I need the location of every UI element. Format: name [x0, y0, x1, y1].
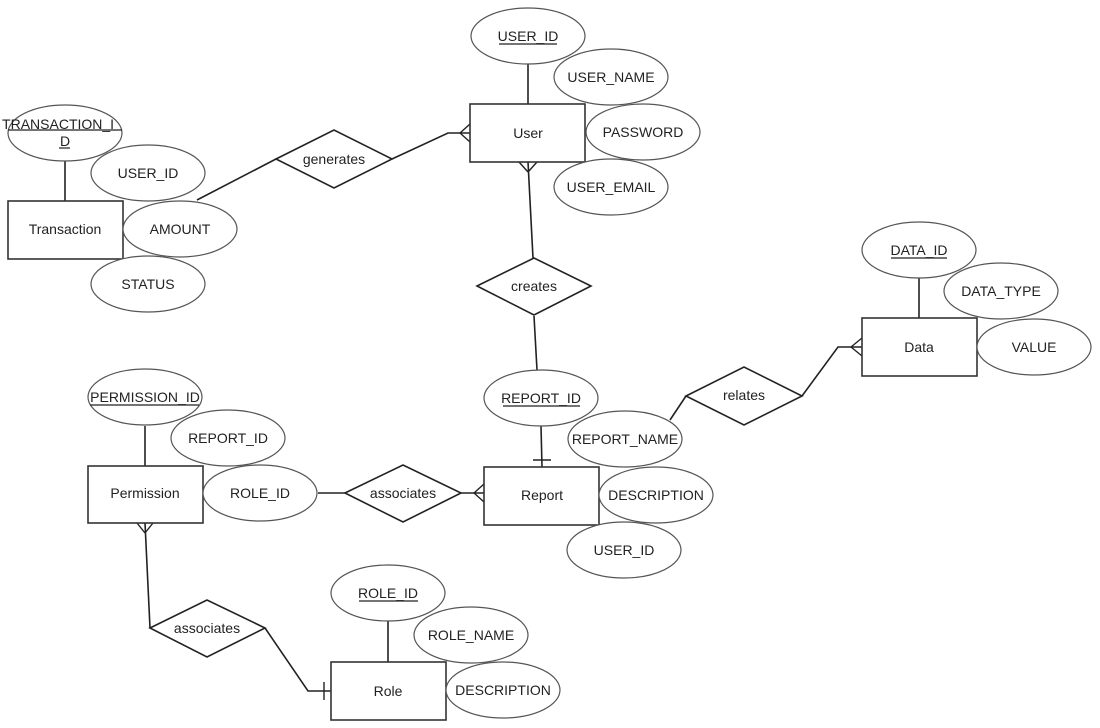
link-relates-data	[801, 346, 862, 397]
attribute-user-id[interactable]: USER_ID	[470, 7, 586, 65]
attribute-data-type[interactable]: DATA_TYPE	[943, 262, 1059, 320]
attribute-role-id[interactable]: ROLE_ID	[330, 564, 446, 622]
link-creates-report	[533, 315, 538, 371]
attribute-label: REPORT_ID	[501, 390, 581, 406]
attribute-label: DATA_TYPE	[961, 283, 1041, 299]
relationship-associates-permission-role[interactable]: associates	[148, 599, 267, 658]
entity-label: Data	[904, 339, 934, 355]
attribute-permission-id[interactable]: PERMISSION_ID	[87, 368, 203, 426]
attribute-label: USER_ID	[594, 542, 655, 558]
attribute-label: REPORT_NAME	[572, 431, 678, 447]
link-report-reportid	[540, 425, 543, 468]
attribute-role-description[interactable]: DESCRIPTION	[445, 661, 561, 719]
attribute-password[interactable]: PASSWORD	[585, 103, 701, 161]
link-associates2-role	[264, 627, 331, 692]
relationship-label: associates	[174, 620, 240, 636]
attribute-report-description[interactable]: DESCRIPTION	[598, 466, 714, 524]
attribute-label: PERMISSION_ID	[90, 389, 200, 405]
attribute-label: PASSWORD	[603, 124, 684, 140]
attribute-report-id[interactable]: REPORT_ID	[483, 369, 599, 427]
link-creates-user	[527, 161, 534, 259]
attribute-label: DESCRIPTION	[608, 487, 704, 503]
attribute-user-email[interactable]: USER_EMAIL	[553, 158, 669, 216]
attribute-label: TRANSACTION_I D	[2, 116, 118, 149]
attribute-label: USER_ID	[118, 165, 179, 181]
relationship-creates[interactable]: creates	[475, 257, 593, 316]
entity-role[interactable]: Role	[330, 661, 447, 721]
crows-foot-icon	[850, 337, 863, 357]
attribute-report-user-id[interactable]: USER_ID	[566, 521, 682, 579]
cardinality-marks	[136, 123, 863, 700]
attribute-label: ROLE_ID	[230, 485, 290, 501]
crows-foot-icon	[518, 161, 538, 173]
crows-foot-icon	[136, 522, 154, 534]
entity-transaction[interactable]: Transaction	[7, 200, 124, 260]
attribute-label: STATUS	[121, 276, 174, 292]
connectors	[64, 64, 920, 692]
attribute-label: REPORT_ID	[188, 430, 268, 446]
attribute-label-line2: D	[60, 133, 70, 149]
attribute-label: USER_EMAIL	[567, 179, 656, 195]
attribute-permission-role-id[interactable]: ROLE_ID	[202, 464, 318, 522]
attribute-label: DATA_ID	[890, 242, 947, 258]
attribute-label: ROLE_ID	[358, 585, 418, 601]
attribute-data-id[interactable]: DATA_ID	[861, 221, 977, 279]
crows-foot-icon	[459, 123, 471, 143]
attribute-label: VALUE	[1012, 339, 1057, 355]
attribute-label: AMOUNT	[150, 221, 211, 237]
entity-label: User	[513, 125, 543, 141]
relationship-generates[interactable]: generates	[274, 129, 394, 189]
attribute-label: USER_ID	[498, 28, 559, 44]
link-relates-report	[669, 395, 687, 421]
attribute-report-name[interactable]: REPORT_NAME	[567, 410, 683, 468]
relationship-relates[interactable]: relates	[684, 366, 804, 426]
entity-label: Role	[374, 683, 403, 699]
entity-label: Permission	[110, 485, 179, 501]
relationship-label: generates	[303, 151, 365, 167]
link-generates-user	[391, 132, 470, 160]
entity-permission[interactable]: Permission	[87, 465, 204, 524]
crows-foot-icon	[473, 483, 485, 503]
attribute-permission-report-id[interactable]: REPORT_ID	[170, 409, 286, 467]
attribute-user-name[interactable]: USER_NAME	[553, 48, 669, 106]
attribute-transaction-user-id[interactable]: USER_ID	[90, 144, 206, 202]
attribute-amount[interactable]: AMOUNT	[122, 200, 238, 258]
attribute-label-line1: TRANSACTION_I	[2, 116, 114, 132]
relationship-label: relates	[723, 387, 765, 403]
entity-user[interactable]: User	[469, 103, 586, 163]
entity-report[interactable]: Report	[483, 466, 600, 526]
link-generates-transaction	[196, 158, 277, 201]
relationship-label: creates	[511, 278, 557, 294]
attribute-label: ROLE_NAME	[428, 627, 514, 643]
attribute-value[interactable]: VALUE	[976, 318, 1092, 376]
attribute-transaction-id[interactable]: TRANSACTION_I D	[2, 104, 123, 162]
link-associates2-permission	[144, 522, 151, 629]
attribute-role-name[interactable]: ROLE_NAME	[413, 606, 529, 664]
relationship-label: associates	[370, 485, 436, 501]
attribute-label: USER_NAME	[567, 69, 654, 85]
relationship-associates-permission-report[interactable]: associates	[343, 464, 463, 523]
entity-data[interactable]: Data	[861, 317, 978, 377]
attribute-status[interactable]: STATUS	[90, 255, 206, 313]
attribute-label: DESCRIPTION	[455, 682, 551, 698]
entity-label: Transaction	[29, 221, 102, 237]
entity-label: Report	[521, 487, 563, 503]
